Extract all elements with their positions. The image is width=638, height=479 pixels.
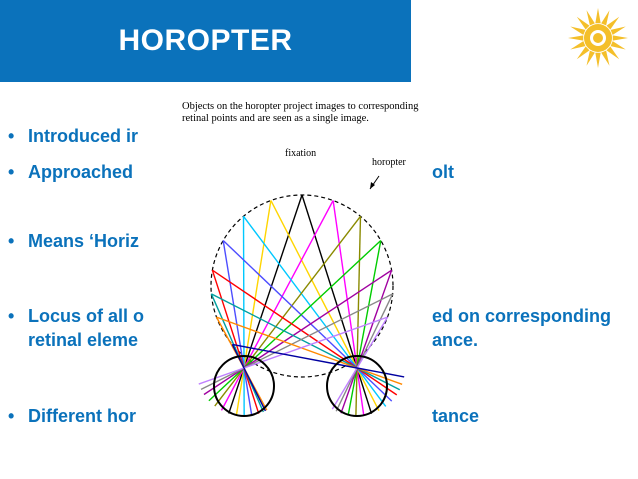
horopter-pointer-arrow <box>370 182 375 189</box>
retinal-ray <box>235 367 245 416</box>
sun-ray <box>586 10 595 26</box>
bullet-text: Locus of all o <box>28 306 145 326</box>
retinal-ray <box>243 367 253 416</box>
sun-ray <box>606 16 620 30</box>
bullet-marker: • <box>8 162 15 182</box>
bullet-marker: • <box>8 126 15 146</box>
bullet-text: Introduced ir <box>28 126 139 146</box>
retinal-ray <box>243 367 267 412</box>
sun-ray <box>612 35 628 41</box>
retinal-ray <box>198 367 245 385</box>
retinal-ray <box>200 367 245 391</box>
visual-ray <box>243 293 393 369</box>
sun-ray <box>595 8 601 24</box>
visual-ray <box>270 200 358 369</box>
bullet-text-tail: olt <box>432 162 454 182</box>
visual-ray <box>243 215 362 369</box>
retinal-ray <box>340 367 358 414</box>
sun-ray <box>606 46 620 60</box>
visual-ray <box>211 293 358 369</box>
retinal-ray <box>356 367 365 416</box>
horopter-label: horopter <box>372 157 406 168</box>
visual-ray <box>243 200 334 369</box>
visual-ray <box>211 269 358 369</box>
bullet-item: • Introduced ir <box>8 126 138 147</box>
bullet-marker: • <box>8 406 15 426</box>
visual-ray <box>356 316 389 369</box>
visual-ray <box>301 194 358 369</box>
retinal-ray <box>331 367 358 410</box>
bullet-text: Different hor <box>28 406 136 426</box>
bullet-marker: • <box>8 306 15 326</box>
retinal-ray <box>356 367 373 414</box>
retinal-ray <box>243 367 260 414</box>
visual-ray <box>222 239 358 369</box>
bullet-marker: • <box>8 231 15 251</box>
retinal-ray <box>203 367 245 396</box>
retinal-ray <box>356 367 387 407</box>
horopter-figure: Objects on the horopter project images t… <box>167 96 432 427</box>
bullet-text-tail: tance <box>432 406 480 426</box>
retinal-ray <box>355 367 358 417</box>
retinal-ray <box>347 367 358 416</box>
visual-ray <box>242 215 358 369</box>
sun-ray <box>570 26 586 35</box>
sun-ray <box>610 26 626 35</box>
slide-title: HOROPTER <box>118 24 293 57</box>
right-eye <box>326 355 388 417</box>
retinal-ray <box>356 367 403 385</box>
retinal-ray <box>220 367 245 411</box>
sun-ray <box>568 35 584 41</box>
visual-ray <box>243 316 388 369</box>
fixation-label: fixation <box>285 148 317 159</box>
bullet-item: • Locus of all o retinal eleme <box>8 306 145 350</box>
retinal-ray <box>228 367 245 414</box>
retinal-ray <box>356 367 398 396</box>
sun-ray <box>570 41 586 50</box>
sun-ray <box>576 46 590 60</box>
title-banner: HOROPTER <box>0 0 411 82</box>
visual-ray <box>356 240 382 369</box>
retinal-ray <box>214 367 245 407</box>
visual-ray <box>356 269 393 369</box>
figure-caption: Objects on the horopter project images t… <box>182 101 419 124</box>
bullet-text: Means ‘Horiz <box>28 231 140 251</box>
bullet-text-tail: ance. <box>432 330 479 350</box>
retinal-ray <box>356 367 380 412</box>
bullet-item: • Means ‘Horiz <box>8 231 139 252</box>
visual-ray <box>243 200 272 369</box>
sun-ray <box>595 52 601 68</box>
visual-ray <box>243 194 303 369</box>
sun-ray <box>601 10 610 26</box>
sun-logo-icon <box>568 8 628 68</box>
bullet-text-line2: retinal eleme <box>28 330 139 350</box>
sun-ray <box>586 50 595 66</box>
bullet-text: Approached <box>28 162 134 182</box>
sun-ray <box>601 50 610 66</box>
bullet-item: • Different hor <box>8 406 136 427</box>
left-eye <box>213 355 275 417</box>
visual-rays <box>198 194 405 417</box>
visual-ray <box>243 239 382 369</box>
sun-ray <box>610 41 626 50</box>
visual-ray <box>211 269 245 369</box>
horopter-diagram <box>198 175 405 417</box>
sun-ray <box>576 16 590 30</box>
retinal-ray <box>356 367 401 391</box>
visual-ray <box>216 316 358 369</box>
retinal-ray <box>356 367 405 378</box>
bullet-text-tail: ed on corresponding <box>432 306 612 326</box>
retinal-ray <box>335 367 358 412</box>
bullet-item: • Approached <box>8 162 133 183</box>
visual-ray <box>332 200 358 369</box>
